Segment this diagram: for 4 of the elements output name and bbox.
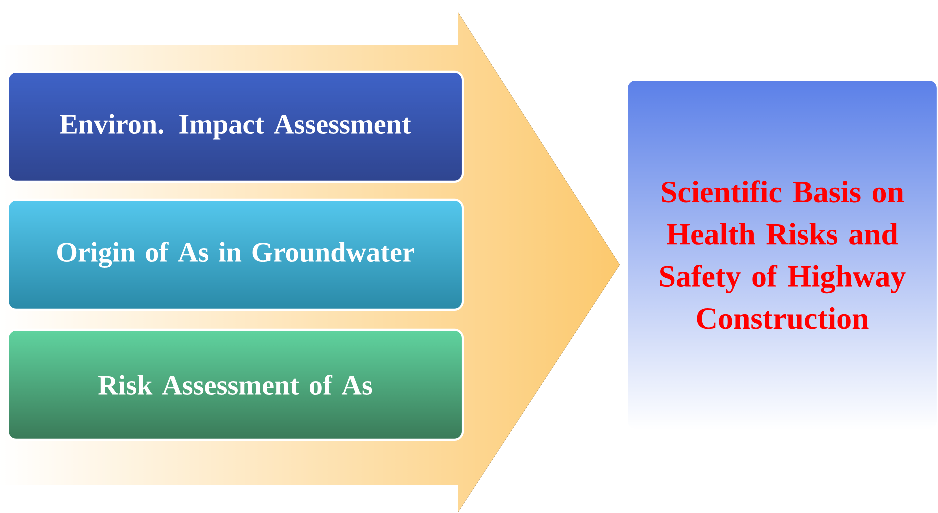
result-box: Scientific Basis on Health Risks and Safety of Highway Construction xyxy=(626,78,938,432)
topic-box: Environ. Impact Assessment xyxy=(6,70,464,184)
topic-box: Origin of As in Groundwater xyxy=(6,198,464,312)
topic-box: Risk Assessment of As xyxy=(6,328,464,442)
